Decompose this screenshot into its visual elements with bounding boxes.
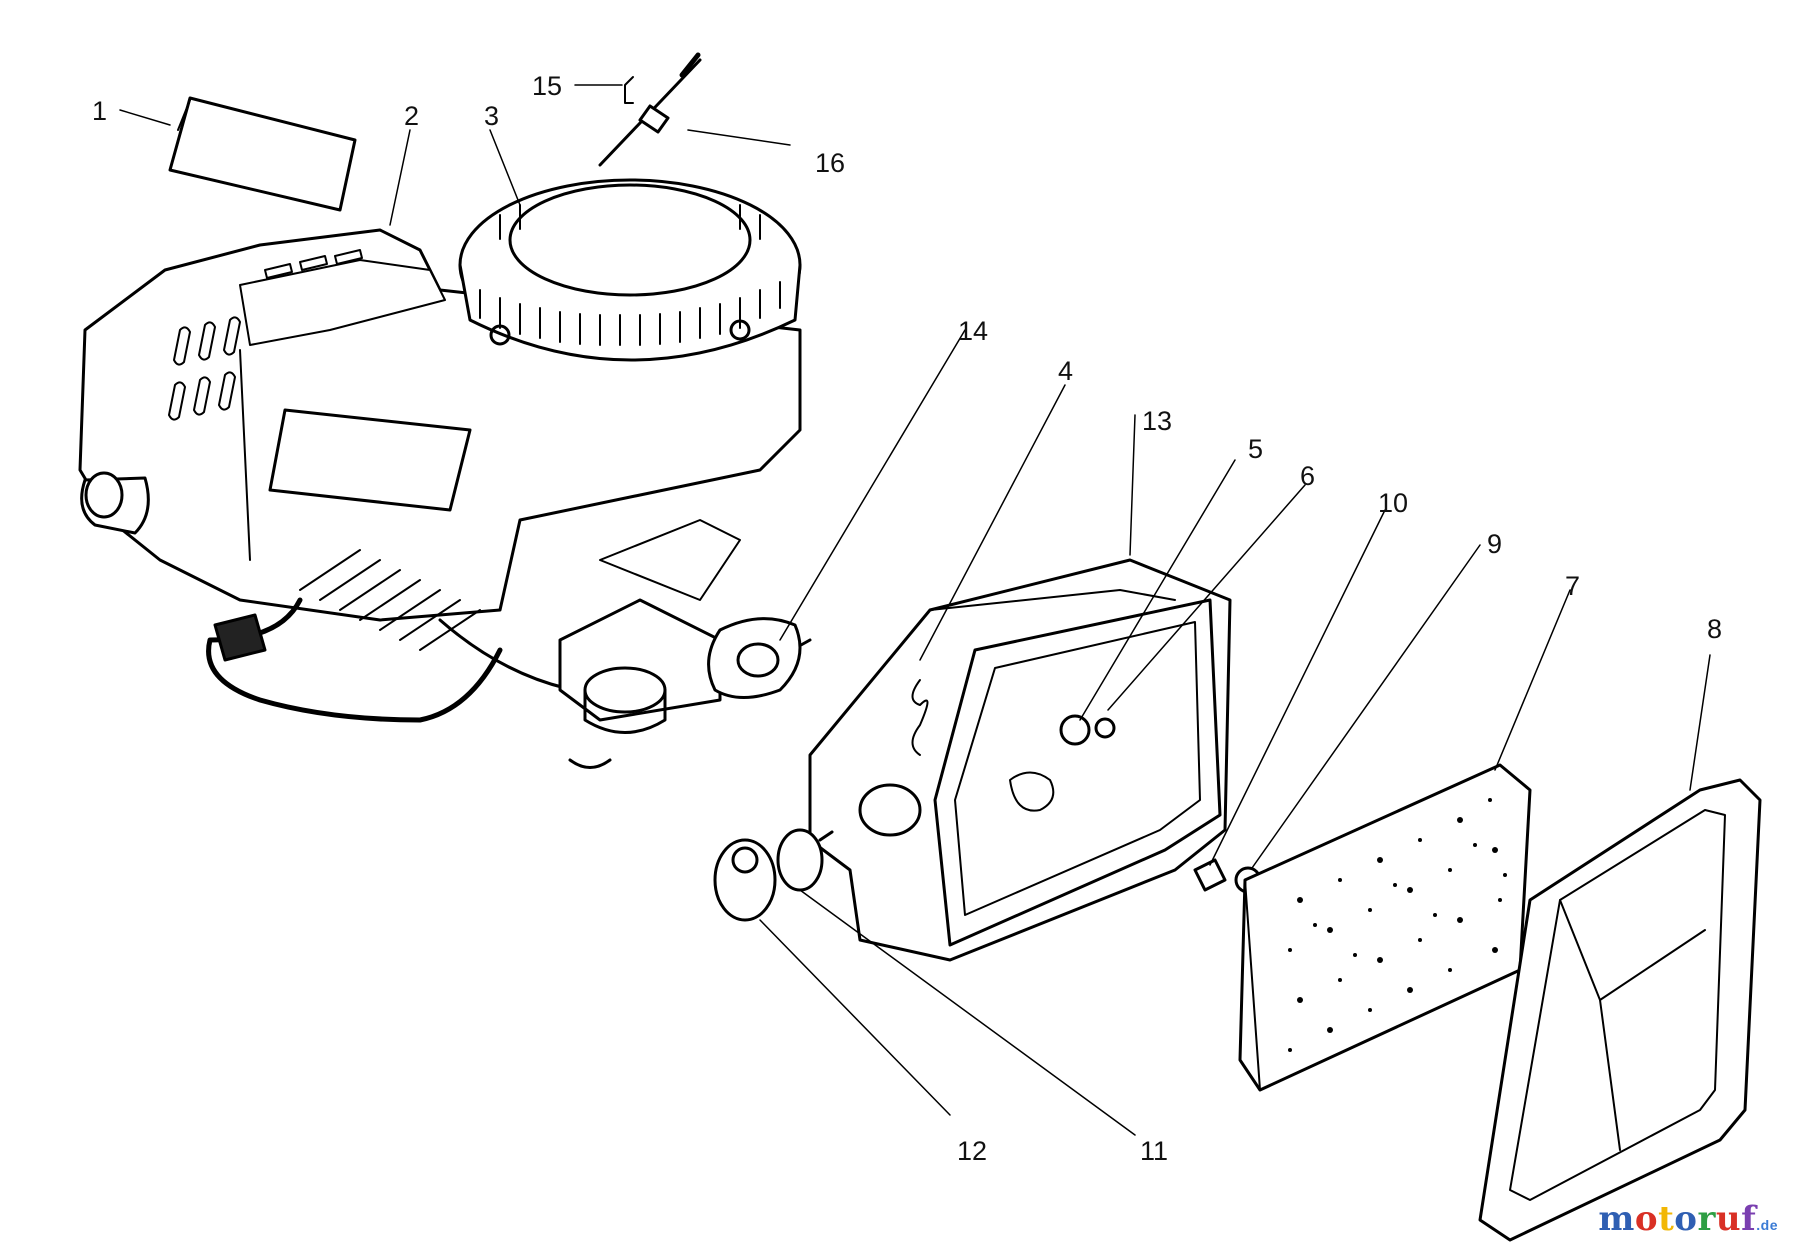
filter-element [1238, 763, 1532, 1092]
filter-cover [1478, 778, 1762, 1242]
knob-part [713, 838, 777, 922]
callout-7: 7 [1565, 571, 1580, 601]
watermark-letter: o [1634, 1199, 1659, 1239]
callout-12: 12 [957, 1136, 987, 1166]
callout-13: 13 [1142, 406, 1172, 436]
callout-15: 15 [532, 71, 562, 101]
watermark-letter: f [1741, 1199, 1757, 1239]
callout-8: 8 [1707, 614, 1722, 644]
gasket-part [707, 617, 802, 699]
callout-4: 4 [1058, 356, 1073, 386]
callout-2: 2 [404, 101, 419, 131]
watermark-logo: motoruf.de [1598, 1199, 1778, 1239]
recoil-starter [458, 178, 802, 362]
air-cleaner-body [808, 558, 1232, 962]
washer-part [1094, 717, 1116, 739]
carburetor-assembly [206, 519, 812, 769]
callout-10: 10 [1378, 488, 1408, 518]
callout-14: 14 [958, 316, 988, 346]
decal-part [168, 96, 357, 212]
watermark-letter: t [1658, 1199, 1675, 1239]
grommet-part [776, 828, 834, 892]
watermark-letter: r [1697, 1199, 1716, 1239]
watermark-letter: u [1715, 1199, 1742, 1239]
watermark-letter: m [1598, 1199, 1635, 1239]
leader-lines [119, 84, 1711, 1136]
callout-1: 1 [92, 96, 107, 126]
bolt-part [1059, 714, 1091, 746]
choke-cable [598, 52, 702, 167]
callout-6: 6 [1300, 461, 1315, 491]
callout-9: 9 [1487, 529, 1502, 559]
watermark-letters: motoruf [1598, 1199, 1756, 1239]
callout-3: 3 [484, 101, 499, 131]
watermark-letter: o [1674, 1199, 1698, 1239]
callout-5: 5 [1248, 434, 1263, 464]
callout-16: 16 [815, 148, 845, 178]
callout-11: 11 [1140, 1136, 1168, 1166]
spacer-part [1193, 858, 1227, 892]
watermark-domain: .de [1756, 1217, 1778, 1233]
